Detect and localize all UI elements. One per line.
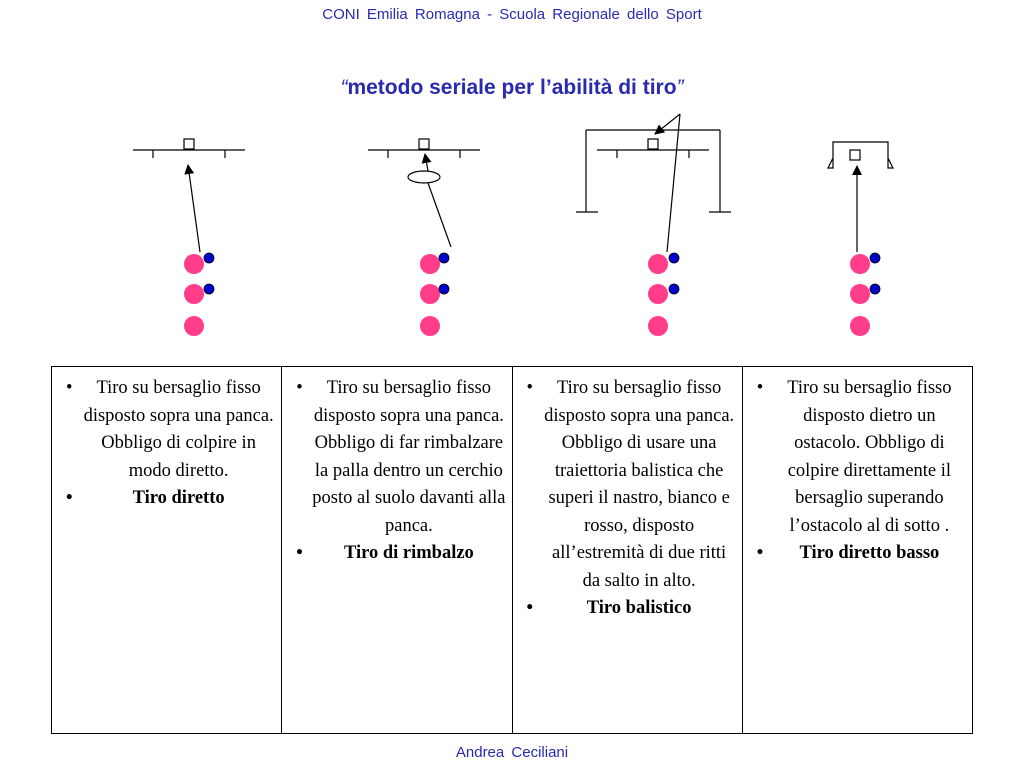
drill-diagrams bbox=[133, 113, 894, 336]
drill-description: Tiro su bersaglio fisso disposto sopra u… bbox=[58, 375, 275, 485]
obstacle bbox=[827, 141, 894, 169]
player bbox=[184, 254, 204, 274]
player bbox=[420, 284, 440, 304]
player bbox=[420, 254, 440, 274]
target bbox=[418, 138, 430, 150]
diagram-bounce-shot bbox=[368, 138, 480, 248]
drill-cell-bounce: Tiro su bersaglio fisso disposto sopra u… bbox=[281, 366, 513, 734]
player bbox=[648, 254, 668, 274]
drill-cell-low-direct: Tiro su bersaglio fisso disposto dietro … bbox=[741, 366, 974, 734]
drills-table: Tiro su bersaglio fisso disposto sopra u… bbox=[50, 366, 974, 734]
ball bbox=[203, 283, 215, 295]
drill-label: Tiro diretto bbox=[58, 485, 275, 513]
players-group-3 bbox=[648, 252, 680, 336]
player bbox=[648, 284, 668, 304]
header-text: CONI Emilia Romagna - Scuola Regionale d… bbox=[322, 6, 702, 23]
table-row: Tiro su bersaglio fisso disposto sopra u… bbox=[50, 366, 974, 734]
ball bbox=[438, 283, 450, 295]
ball bbox=[869, 283, 881, 295]
ball bbox=[869, 252, 881, 264]
player bbox=[850, 316, 870, 336]
shot-trajectory bbox=[184, 164, 201, 253]
hoop-on-ground bbox=[407, 170, 441, 184]
target bbox=[647, 138, 659, 150]
drill-cell-ballistic: Tiro su bersaglio fisso disposto sopra u… bbox=[511, 366, 743, 734]
ball bbox=[438, 252, 450, 264]
player bbox=[850, 284, 870, 304]
diagram-direct-shot bbox=[133, 138, 245, 253]
drill-cell-direct: Tiro su bersaglio fisso disposto sopra u… bbox=[50, 366, 283, 734]
author-footer: Andrea Ceciliani bbox=[455, 744, 569, 761]
diagram-ballistic-shot bbox=[576, 113, 731, 253]
drill-description: Tiro su bersaglio fisso disposto sopra u… bbox=[288, 375, 505, 540]
shot-trajectory-down bbox=[654, 113, 681, 135]
ball bbox=[203, 252, 215, 264]
shot-trajectory-up bbox=[666, 113, 681, 253]
target bbox=[183, 138, 195, 150]
player bbox=[184, 284, 204, 304]
shot-trajectory bbox=[427, 182, 452, 248]
player bbox=[850, 254, 870, 274]
ball bbox=[668, 283, 680, 295]
target bbox=[849, 149, 861, 161]
player bbox=[648, 316, 668, 336]
ball bbox=[668, 252, 680, 264]
drill-label: Tiro di rimbalzo bbox=[288, 540, 505, 568]
player bbox=[420, 316, 440, 336]
drill-label: Tiro balistico bbox=[519, 595, 736, 623]
drill-description: Tiro su bersaglio fisso disposto dietro … bbox=[749, 375, 966, 540]
page-title: “metodo seriale per l’abilità di tiro” bbox=[340, 76, 684, 99]
drill-label: Tiro diretto basso bbox=[749, 540, 966, 568]
player bbox=[184, 316, 204, 336]
players-group-4 bbox=[850, 252, 881, 336]
players-group-2 bbox=[420, 252, 450, 336]
drill-description: Tiro su bersaglio fisso disposto sopra u… bbox=[519, 375, 736, 595]
players-group-1 bbox=[184, 252, 215, 336]
diagram-low-direct-shot bbox=[827, 141, 894, 252]
